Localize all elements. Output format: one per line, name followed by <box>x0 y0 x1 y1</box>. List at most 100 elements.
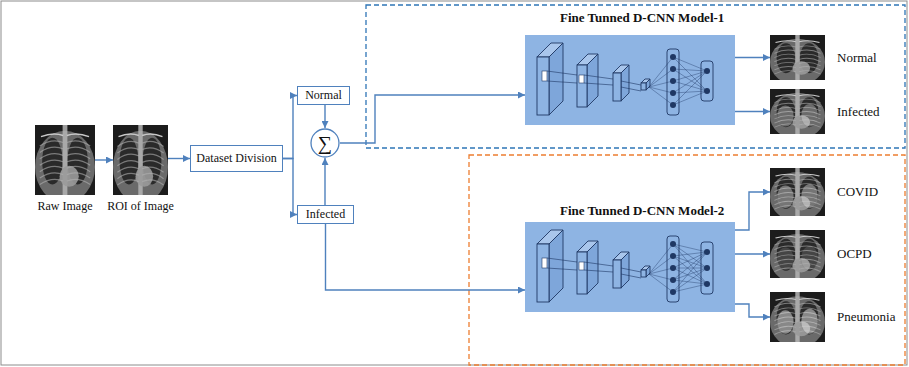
illustration-part <box>774 58 820 61</box>
illustration-part <box>117 173 163 178</box>
illustration-part <box>649 274 673 292</box>
illustration-part <box>311 129 339 157</box>
output-xray: Infected <box>770 89 825 134</box>
flow-arrow <box>735 111 770 112</box>
illustration-part <box>704 88 710 94</box>
output-xray: OCPD <box>770 230 825 278</box>
cnn-illustration <box>525 35 735 125</box>
illustration-part <box>41 134 89 137</box>
illustration-part <box>670 102 676 108</box>
illustration-part <box>673 252 707 280</box>
illustration-part <box>704 68 710 74</box>
illustration-part <box>673 71 707 105</box>
illustration-part <box>547 71 577 83</box>
illustration-part <box>777 301 796 334</box>
illustration-part <box>542 71 547 81</box>
illustration-part <box>673 268 707 280</box>
cnn-panel: Fine Tunned D-CNN Model-1 <box>525 35 735 125</box>
illustration-part <box>673 280 707 284</box>
illustration-part <box>673 252 707 292</box>
illustration-part <box>777 177 796 209</box>
image-label: COVID <box>837 185 878 200</box>
illustration-part <box>60 166 79 187</box>
box-label: Dataset Division <box>196 152 276 166</box>
panel-title: Fine Tunned D-CNN Model-2 <box>560 204 724 219</box>
illustration-part <box>537 57 549 115</box>
image-label: Normal <box>837 50 877 65</box>
output-xray: Pneumonia <box>770 292 825 342</box>
illustration-part <box>670 253 676 259</box>
illustration-part <box>649 81 673 87</box>
illustration-part <box>673 244 707 252</box>
illustration-part <box>117 161 163 166</box>
xray-image <box>770 230 825 278</box>
illustration-part <box>776 95 820 97</box>
illustration-part <box>40 173 90 178</box>
flow-arrow <box>283 96 297 159</box>
illustration-part <box>549 43 563 115</box>
illustration-part <box>777 248 794 270</box>
output-xray: Normal <box>770 35 825 80</box>
illustration-part <box>670 78 676 84</box>
illustration-part <box>704 249 710 255</box>
image-label: Infected <box>837 104 880 119</box>
illustration-part <box>621 81 641 91</box>
illustration-part <box>670 265 676 271</box>
flow-arrow <box>95 159 113 160</box>
illustration-part <box>673 57 707 71</box>
illustration-part <box>40 147 90 152</box>
box-label: Normal <box>305 89 342 103</box>
illustration-part <box>613 73 621 101</box>
cnn-panel: Fine Tunned D-CNN Model-2 <box>525 222 735 312</box>
illustration-part <box>673 91 707 105</box>
flow-arrow <box>324 105 325 128</box>
image-label: Raw Image <box>38 200 93 214</box>
flow-arrow <box>735 304 770 317</box>
illustration-part <box>774 46 820 49</box>
illustration-part <box>621 252 629 288</box>
illustration-part <box>584 262 613 272</box>
illustration-part <box>621 268 641 278</box>
illustration-part <box>577 65 587 107</box>
roi-xray: ROI of Image <box>113 125 168 195</box>
cnn-illustration <box>525 222 735 312</box>
illustration-part <box>774 54 820 57</box>
image-label: ROI of Image <box>107 200 174 214</box>
illustration-part <box>117 154 163 159</box>
illustration-part <box>117 180 163 185</box>
model-2-region <box>469 155 905 365</box>
flow-arrow <box>324 158 325 205</box>
illustration-part <box>40 160 90 165</box>
illustration-part <box>774 179 820 183</box>
illustration-part <box>649 57 673 87</box>
illustration-part <box>670 66 676 72</box>
illustration-part <box>649 256 673 274</box>
illustration-part <box>117 148 163 153</box>
illustration-part <box>646 79 650 90</box>
illustration-part <box>649 268 673 274</box>
image-label: Pneumonia <box>837 310 896 325</box>
output-xray: COVID <box>770 168 825 216</box>
illustration-part <box>777 239 796 271</box>
flow-arrow <box>735 253 770 254</box>
illustration-part <box>673 57 707 91</box>
raw-xray: Raw Image <box>35 125 95 195</box>
illustration-part <box>117 141 163 146</box>
illustration-part <box>646 266 650 277</box>
flow-arrow <box>326 224 526 290</box>
illustration-part <box>673 268 707 269</box>
illustration-part <box>704 281 710 287</box>
xray-image <box>770 168 825 216</box>
illustration-part <box>587 241 598 294</box>
illustration-part <box>649 87 673 93</box>
illustration-part <box>777 186 794 208</box>
panel-title: Fine Tunned D-CNN Model-1 <box>560 11 724 26</box>
illustration-part <box>584 75 613 85</box>
illustration-part <box>776 298 820 300</box>
process-box: Dataset Division <box>190 145 283 172</box>
illustration-part <box>117 167 163 172</box>
illustration-part <box>641 83 646 90</box>
illustration-part <box>542 258 547 268</box>
illustration-part <box>670 289 676 295</box>
